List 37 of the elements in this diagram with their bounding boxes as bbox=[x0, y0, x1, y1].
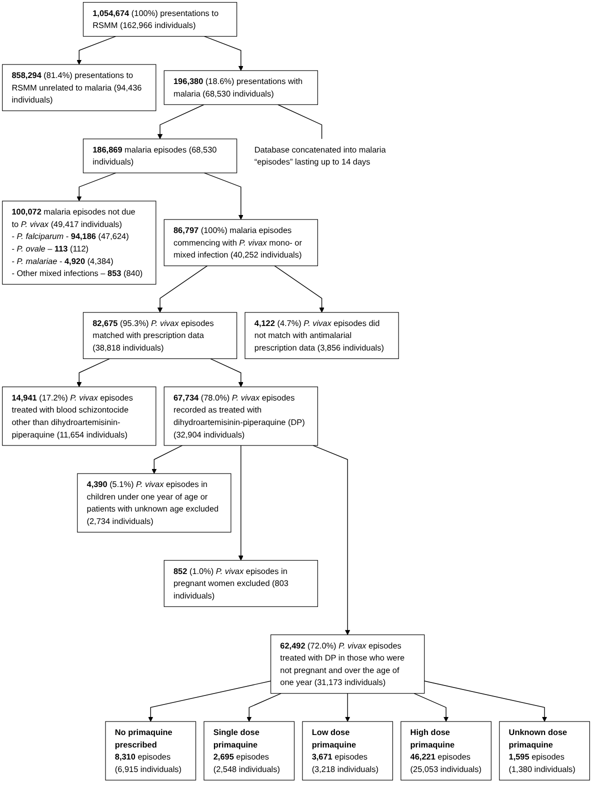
node-box: 4,390 (5.1%) P. vivax episodes in children under one year of age or patients with unknown age excluded (2,734 individuals) bbox=[77, 473, 232, 532]
node-box: Single dose primaquine 2,695 episodes (2,548 individuals) bbox=[204, 721, 295, 780]
arrow bbox=[157, 265, 208, 313]
node-text: Database concatenated into malaria “episodes” lasting up to 14 days bbox=[254, 144, 386, 166]
arrow bbox=[152, 445, 183, 474]
node-box: 86,797 (100%) malaria episodes commencing with P. vivax mono- or mixed infection (40,252 individuals) bbox=[164, 219, 318, 266]
arrow bbox=[238, 445, 244, 561]
arrow bbox=[204, 172, 244, 220]
arrow bbox=[424, 680, 548, 722]
node-box: 858,294 (81.4%) presentations to RSMM unrelated to malaria (94,436 individuals) bbox=[2, 64, 156, 112]
node-box: High dose primaquine 46,221 episodes (25,053 individuals) bbox=[400, 721, 492, 780]
node-box: 1,054,674 (100%) presentations to RSMM (162,966 individuals) bbox=[82, 2, 238, 37]
node-box: Low dose primaquine 3,671 episodes (3,218 individuals) bbox=[302, 721, 393, 780]
node-box: 4,122 (4.7%) P. vivax episodes did not match with antimalarial prescription data (3,856 individuals) bbox=[244, 312, 399, 359]
arrow bbox=[414, 693, 449, 722]
arrow bbox=[76, 36, 116, 65]
arrow bbox=[76, 358, 110, 388]
node-box: 196,380 (18.6%) presentations with malaria (68,530 individuals) bbox=[164, 70, 318, 105]
node-box: Unknown dose primaquine 1,595 episodes (1,380 individuals) bbox=[499, 721, 590, 780]
node-box: 100,072 malaria episodes not due to P. vivax (49,417 individuals) - P. falciparum - 94,186 (47,624) - P. ovale – 113 (112) - P. malariae - 4,920 (4,384) - Other mixed infections – 853 (840) bbox=[2, 200, 156, 285]
arrow bbox=[345, 693, 350, 722]
node-box: 82,675 (95.3%) P. vivax episodes matched with prescription data (38,818 individuals) bbox=[82, 312, 238, 359]
node-box: No primaquine prescribed 8,310 episodes (6,915 individuals) bbox=[105, 721, 196, 780]
node-box: 62,492 (72.0%) P. vivax episodes treated with DP in those who were not pregnant and over the age of one year (31,173 individuals) bbox=[270, 634, 425, 694]
node-box: 14,941 (17.2%) P. vivax episodes treated with blood schizontocide other than dihydroartemisinin-piperaquine (11,654 individuals) bbox=[2, 386, 156, 446]
connector bbox=[278, 104, 322, 140]
arrow bbox=[210, 358, 244, 388]
node-box: 67,734 (78.0%) P. vivax episodes recorded as treated with dihydroartemisinin-piperaquine (DP) (32,904 individuals) bbox=[164, 386, 318, 446]
arrow bbox=[246, 693, 282, 722]
node-box: 186,869 malaria episodes (68,530 individuals) bbox=[82, 138, 238, 174]
arrow bbox=[157, 104, 204, 140]
node-box: 852 (1.0%) P. vivax episodes in pregnant women excluded (803 individuals) bbox=[164, 560, 318, 607]
arrow bbox=[148, 680, 272, 722]
arrow bbox=[274, 265, 324, 313]
arrow bbox=[204, 36, 244, 71]
arrow bbox=[76, 172, 116, 202]
arrow bbox=[312, 445, 350, 636]
